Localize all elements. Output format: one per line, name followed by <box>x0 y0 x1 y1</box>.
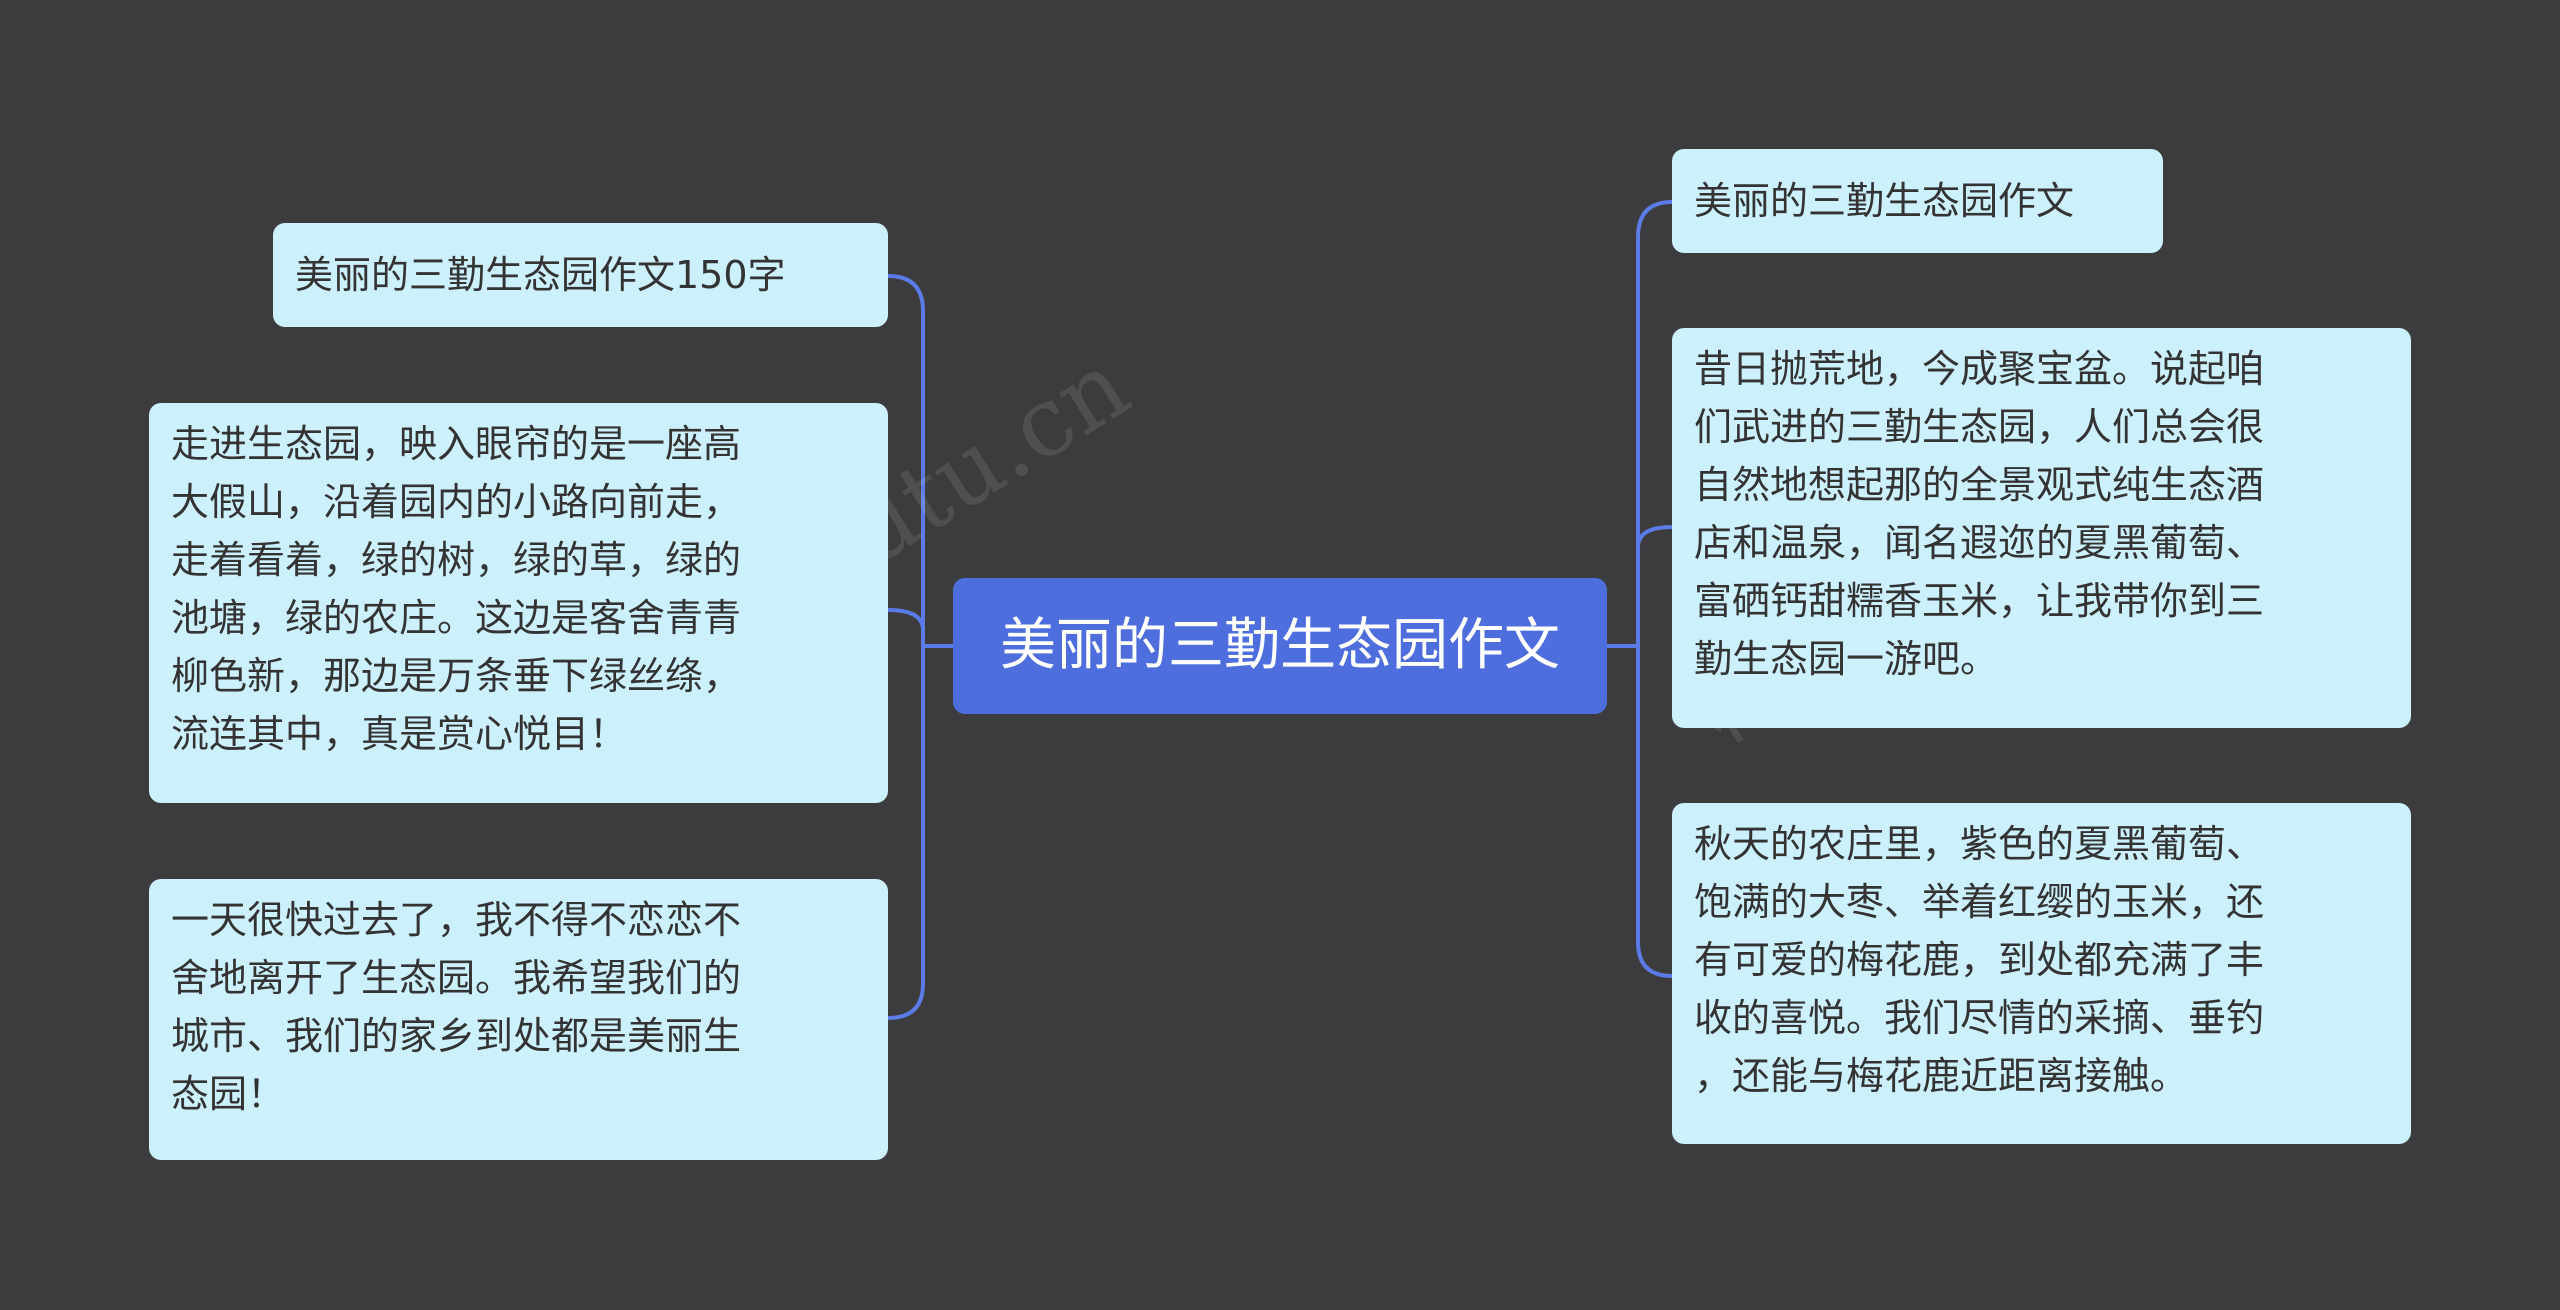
left-topic-title[interactable]: 美丽的三勤生态园作文150字 <box>273 223 888 327</box>
connector-left-trunk <box>886 274 925 1020</box>
topic-text: 美丽的三勤生态园作文 <box>1694 179 2075 223</box>
left-topic-paragraph-1[interactable]: 走进生态园，映入眼帘的是一座高 大假山，沿着园内的小路向前走， 走着看着，绿的树… <box>149 403 888 803</box>
connector-right-branch-2 <box>1636 525 1674 549</box>
topic-text: 秋天的农庄里，紫色的夏黑葡萄、 饱满的大枣、举着红缨的玉米，还 有可爱的梅花鹿，… <box>1694 822 2265 1098</box>
central-topic-label: 美丽的三勤生态园作文 <box>1000 613 1560 678</box>
topic-text: 走进生态园，映入眼帘的是一座高 大假山，沿着园内的小路向前走， 走着看着，绿的树… <box>171 422 742 756</box>
topic-text: 美丽的三勤生态园作文150字 <box>295 253 786 297</box>
right-topic-paragraph-2[interactable]: 秋天的农庄里，紫色的夏黑葡萄、 饱满的大枣、举着红缨的玉米，还 有可爱的梅花鹿，… <box>1672 803 2411 1144</box>
topic-text: 一天很快过去了，我不得不恋恋不 舍地离开了生态园。我希望我们的 城市、我们的家乡… <box>171 898 742 1116</box>
topic-text: 昔日抛荒地，今成聚宝盆。说起咱 们武进的三勤生态园，人们总会很 自然地想起那的全… <box>1694 347 2265 681</box>
right-topic-title[interactable]: 美丽的三勤生态园作文 <box>1672 149 2163 253</box>
right-topic-paragraph-1[interactable]: 昔日抛荒地，今成聚宝盆。说起咱 们武进的三勤生态园，人们总会很 自然地想起那的全… <box>1672 328 2411 728</box>
connector-right-trunk <box>1636 200 1674 978</box>
central-topic[interactable]: 美丽的三勤生态园作文 <box>953 578 1607 714</box>
connector-left-branch-2 <box>886 608 925 632</box>
left-topic-paragraph-2[interactable]: 一天很快过去了，我不得不恋恋不 舍地离开了生态园。我希望我们的 城市、我们的家乡… <box>149 879 888 1160</box>
